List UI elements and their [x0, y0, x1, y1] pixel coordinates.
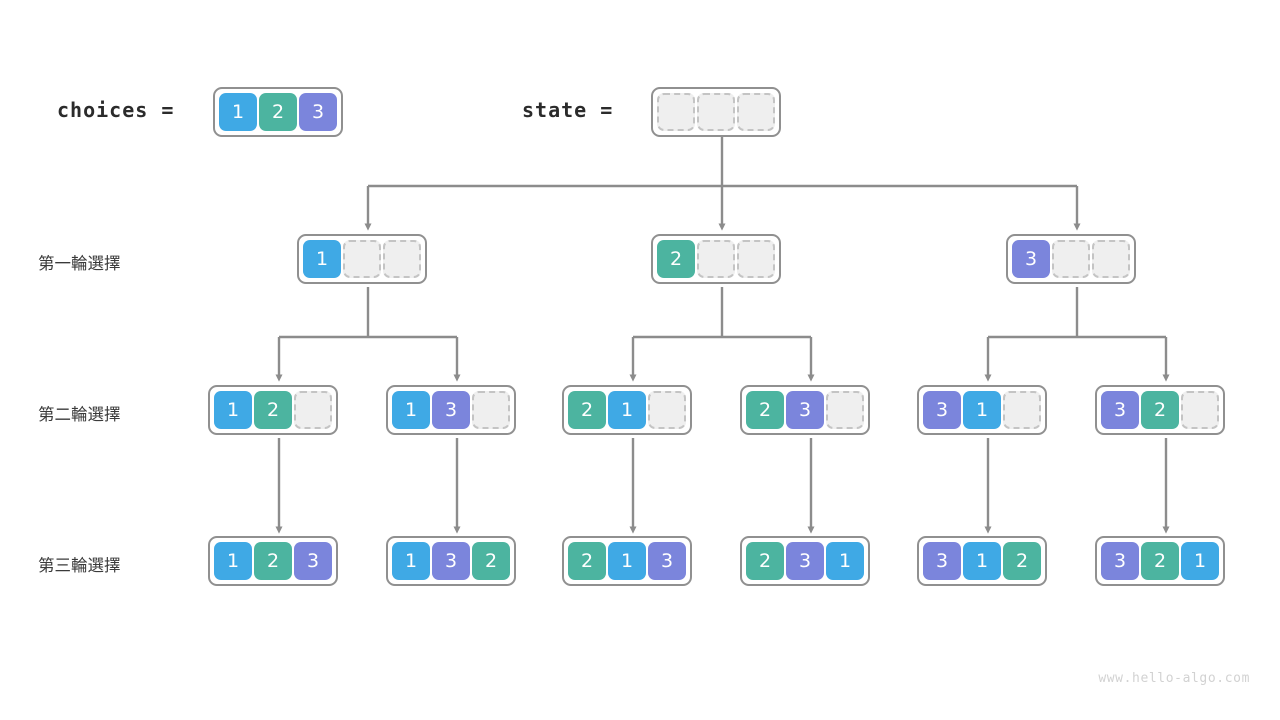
array-cell-value: 2	[746, 542, 784, 580]
array-cell-value: 2	[1141, 391, 1179, 429]
array-cell-empty	[1003, 391, 1041, 429]
array-cell-value: 2	[1141, 542, 1179, 580]
array-cell-empty	[472, 391, 510, 429]
array-cell-value: 1	[392, 542, 430, 580]
array-cell-value: 2	[254, 391, 292, 429]
array-cell-value: 3	[1101, 542, 1139, 580]
array-cell-value: 3	[786, 391, 824, 429]
array-cell-value: 3	[432, 542, 470, 580]
array-cell-value: 2	[568, 542, 606, 580]
array-cell-value: 2	[568, 391, 606, 429]
array-cell-empty	[1181, 391, 1219, 429]
array-cell-value: 1	[963, 391, 1001, 429]
array-cell-empty	[737, 240, 775, 278]
array-cell-empty	[648, 391, 686, 429]
array-cell-value: 1	[826, 542, 864, 580]
array-cell-value: 2	[259, 93, 297, 131]
state-array	[651, 87, 781, 137]
array-cell-value: 2	[1003, 542, 1041, 580]
array-cell-empty	[697, 93, 735, 131]
watermark: www.hello-algo.com	[1098, 671, 1250, 686]
array-cell-empty	[697, 240, 735, 278]
array-cell-value: 3	[1101, 391, 1139, 429]
array-cell-value: 1	[608, 391, 646, 429]
array-cell-value: 2	[472, 542, 510, 580]
array-cell-value: 1	[214, 391, 252, 429]
array-cell-empty	[737, 93, 775, 131]
array-cell-empty	[343, 240, 381, 278]
array-cell-value: 3	[923, 391, 961, 429]
array-cell-value: 2	[746, 391, 784, 429]
array-cell-value: 1	[392, 391, 430, 429]
array-cell-empty	[1052, 240, 1090, 278]
array-cell-value: 3	[1012, 240, 1050, 278]
array-cell-empty	[1092, 240, 1130, 278]
array-cell-value: 1	[303, 240, 341, 278]
state-node-level-1: 1	[297, 234, 427, 284]
row-label-round-1: 第一輪選擇	[38, 254, 121, 273]
row-label-round-3: 第三輪選擇	[38, 556, 121, 575]
array-cell-value: 1	[1181, 542, 1219, 580]
array-cell-value: 1	[214, 542, 252, 580]
row-label-round-2: 第二輪選擇	[38, 405, 121, 424]
array-cell-value: 3	[432, 391, 470, 429]
array-cell-value: 1	[963, 542, 1001, 580]
array-cell-value: 3	[648, 542, 686, 580]
array-cell-value: 1	[608, 542, 646, 580]
choices-label: choices =	[57, 98, 175, 122]
array-cell-value: 2	[254, 542, 292, 580]
array-cell-value: 3	[923, 542, 961, 580]
array-cell-value: 3	[299, 93, 337, 131]
array-cell-empty	[826, 391, 864, 429]
array-cell-value: 3	[294, 542, 332, 580]
array-cell-value: 3	[786, 542, 824, 580]
state-node-level-1: 3	[1006, 234, 1136, 284]
array-cell-empty	[383, 240, 421, 278]
array-cell-value: 1	[219, 93, 257, 131]
array-cell-empty	[294, 391, 332, 429]
state-node-level-1: 2	[651, 234, 781, 284]
array-cell-value: 2	[657, 240, 695, 278]
array-cell-empty	[657, 93, 695, 131]
state-label: state =	[522, 98, 614, 122]
